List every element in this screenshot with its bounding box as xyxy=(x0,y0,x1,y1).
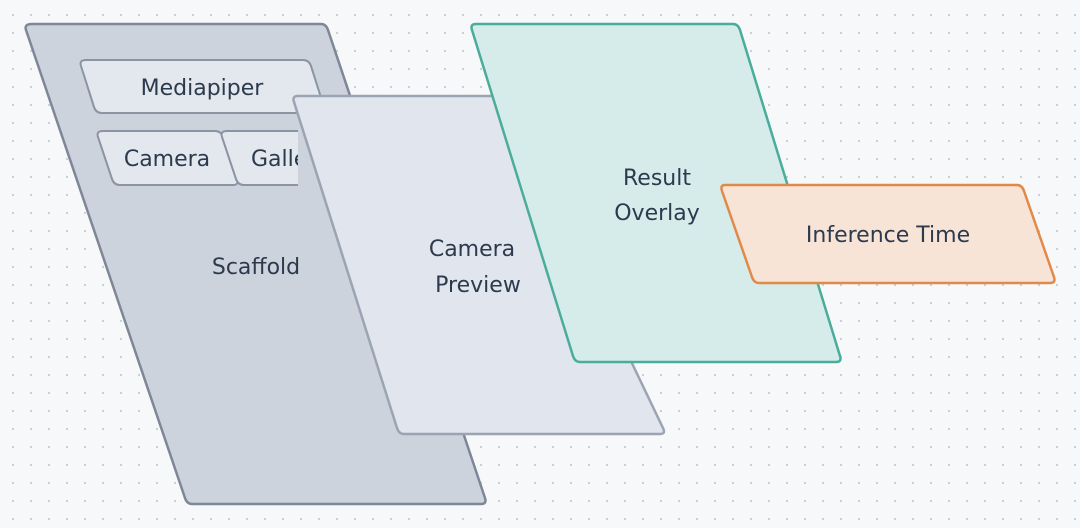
mediapiper-label: Mediapiper xyxy=(141,76,265,101)
result-overlay-label-line1: Result xyxy=(623,166,691,191)
gallery-tab[interactable]: Gallery xyxy=(220,130,362,186)
camera-tab[interactable]: Camera xyxy=(96,130,239,186)
result-overlay-panel xyxy=(470,22,842,364)
scaffold-layer: Mediapiper Camera Gallery Scaffold xyxy=(24,22,487,506)
result-overlay-layer: Result Overlay xyxy=(470,22,842,364)
camera-tab-label: Camera xyxy=(124,147,210,172)
inference-time-layer: Inference Time xyxy=(720,183,1056,285)
camera-preview-label-line2: Preview xyxy=(435,273,521,298)
camera-preview-label-line1: Camera xyxy=(429,237,515,262)
result-overlay-label-line2: Overlay xyxy=(614,201,700,226)
scaffold-label: Scaffold xyxy=(212,255,300,280)
mediapiper-bar: Mediapiper xyxy=(79,59,326,114)
gallery-tab-label: Gallery xyxy=(251,147,329,172)
inference-time-label: Inference Time xyxy=(806,223,970,248)
inference-time-panel xyxy=(720,183,1056,285)
